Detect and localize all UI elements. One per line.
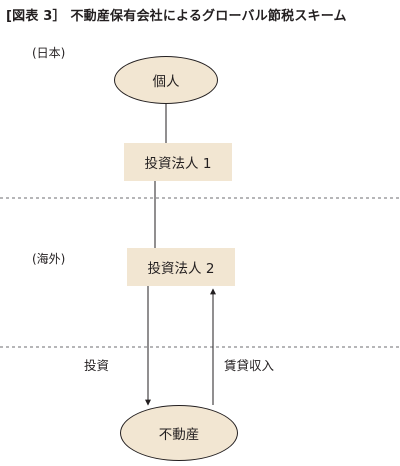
node-investment-corp-2: 投資法人 2 <box>127 248 235 286</box>
node-real-estate: 不動産 <box>120 405 238 461</box>
edge-label-rental-income: 賃貸収入 <box>224 358 275 373</box>
node-investment-corp-1: 投資法人 1 <box>124 143 232 181</box>
region-label-japan: (日本) <box>32 46 66 60</box>
edge-label-investment: 投資 <box>84 358 110 373</box>
region-label-overseas: (海外) <box>32 252 66 266</box>
node-individual: 個人 <box>114 56 218 104</box>
figure-title: [図表 3］ 不動産保有会社によるグローバル節税スキーム <box>6 9 347 24</box>
